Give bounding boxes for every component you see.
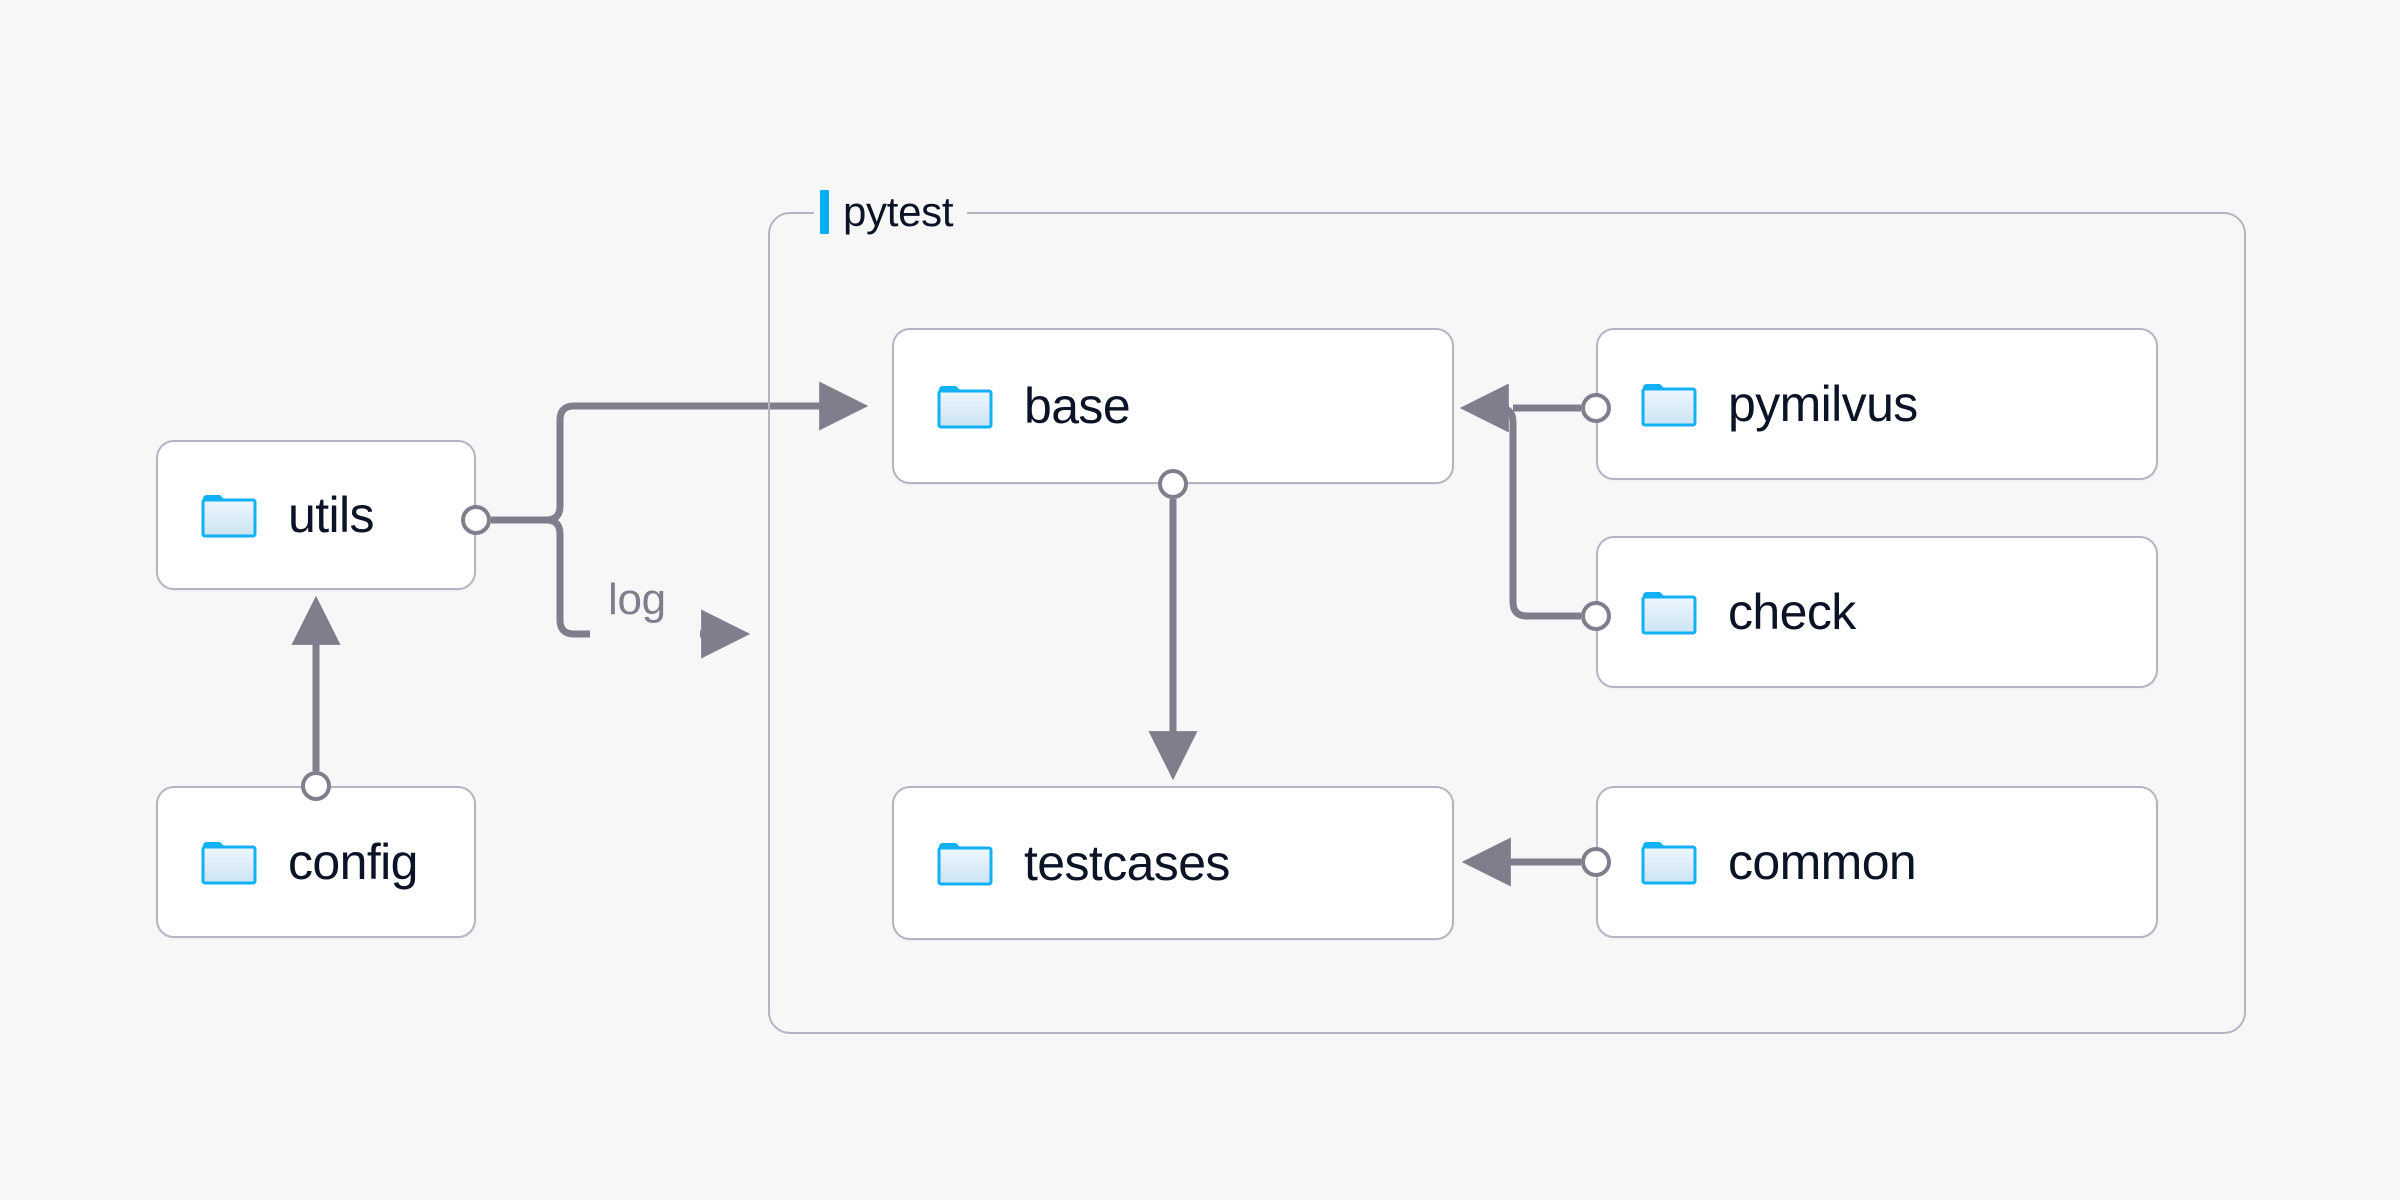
pytest-group-label[interactable]: pytest: [814, 184, 968, 240]
node-check[interactable]: check: [1596, 536, 2158, 688]
node-testcases[interactable]: testcases: [892, 786, 1454, 940]
folder-icon: [1641, 592, 1697, 635]
port-utils-right[interactable]: [461, 505, 491, 535]
port-common-left[interactable]: [1581, 847, 1611, 877]
node-base[interactable]: base: [892, 328, 1454, 484]
group-accent-bar: [820, 190, 829, 234]
node-label: pymilvus: [1728, 376, 1918, 432]
node-label: check: [1728, 584, 1856, 640]
folder-icon: [201, 842, 257, 885]
port-config-top[interactable]: [301, 771, 331, 801]
node-label: base: [1024, 378, 1131, 434]
group-label-text: pytest: [843, 188, 954, 235]
edge-utils-to-log-left: [530, 516, 590, 638]
node-label: config: [288, 834, 418, 890]
port-check-left[interactable]: [1581, 601, 1611, 631]
node-label: common: [1728, 834, 1917, 890]
node-config[interactable]: config: [156, 786, 476, 938]
node-utils[interactable]: utils: [156, 440, 476, 590]
folder-icon: [201, 495, 257, 538]
edge-label-log: log: [600, 575, 674, 625]
folder-icon: [937, 843, 993, 886]
node-pymilvus[interactable]: pymilvus: [1596, 328, 2158, 480]
pytest-group-container[interactable]: [768, 212, 2246, 1034]
port-pymilvus-left[interactable]: [1581, 393, 1611, 423]
folder-icon: [1641, 384, 1697, 427]
folder-icon: [1641, 842, 1697, 885]
folder-icon: [937, 386, 993, 429]
node-label: testcases: [1024, 835, 1230, 891]
node-label: utils: [288, 487, 375, 543]
port-base-bottom[interactable]: [1158, 469, 1188, 499]
node-common[interactable]: common: [1596, 786, 2158, 938]
